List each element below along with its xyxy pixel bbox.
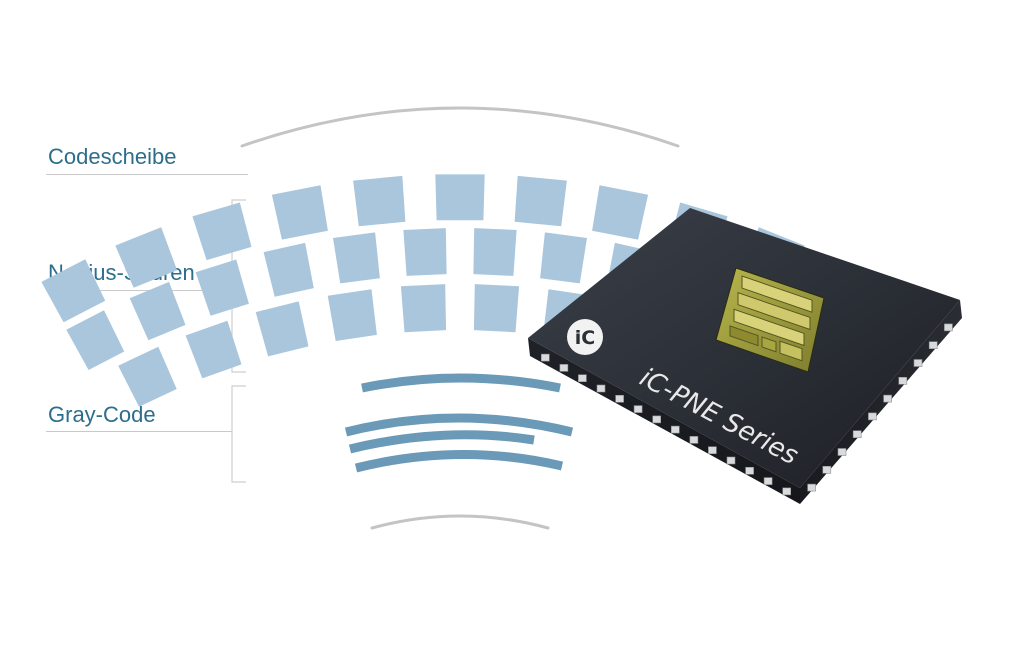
vernier-segment-r2-3 bbox=[195, 259, 249, 316]
chip-pad-1-13 bbox=[763, 477, 773, 485]
ic-logo-icon bbox=[567, 319, 603, 355]
bracket-gray bbox=[231, 385, 246, 483]
chip-pad-1-8 bbox=[670, 425, 680, 434]
gray-code-tracks bbox=[344, 373, 574, 473]
chip-pad-1-5 bbox=[615, 394, 624, 403]
chip-pad-1-3 bbox=[578, 374, 587, 383]
chip-pad-2-9 bbox=[928, 341, 938, 350]
chip-pad-2-5 bbox=[868, 412, 877, 421]
vernier-segment-r1-5 bbox=[353, 175, 406, 227]
gray-code-arc-1 bbox=[361, 373, 561, 393]
chip-pads bbox=[540, 323, 953, 496]
chip-pad-1-6 bbox=[633, 405, 643, 413]
chip-pad-2-1 bbox=[807, 483, 816, 492]
vernier-segment-r1-2 bbox=[115, 227, 178, 288]
vernier-segment-r2-5 bbox=[333, 232, 380, 284]
chip-pad-1-9 bbox=[689, 436, 699, 444]
gray-code-arc-2 bbox=[344, 413, 574, 437]
label-codescheibe: Codescheibe bbox=[48, 144, 177, 169]
chip-pad-1-14 bbox=[782, 487, 792, 496]
vernier-segment-r1-6 bbox=[435, 174, 485, 221]
chip-pad-1-4 bbox=[596, 384, 606, 393]
vernier-segment-r2-4 bbox=[263, 242, 314, 297]
ic-logo-text: iC bbox=[575, 327, 595, 349]
label-codescheibe-line bbox=[46, 174, 248, 175]
vernier-segment-r1-8 bbox=[592, 185, 649, 240]
vernier-segment-r1-4 bbox=[271, 185, 328, 240]
chip-pad-1-10 bbox=[708, 446, 717, 455]
chip-pad-1-11 bbox=[726, 456, 736, 465]
code-disc-outer-arc bbox=[240, 106, 680, 148]
label-gray-code-line bbox=[46, 431, 232, 432]
vernier-segment-r2-7 bbox=[473, 228, 517, 276]
vernier-segment-r3-6 bbox=[473, 284, 520, 333]
vernier-segment-r3-1 bbox=[118, 346, 177, 407]
chip-pad-2-2 bbox=[822, 465, 832, 474]
gray-code-arc-3 bbox=[348, 430, 535, 454]
label-gray-code: Gray-Code bbox=[48, 402, 156, 427]
chip-pad-2-7 bbox=[898, 376, 908, 385]
vernier-segment-r2-6 bbox=[403, 228, 447, 276]
vernier-segment-r3-4 bbox=[327, 289, 377, 341]
chip-pad-2-4 bbox=[852, 430, 862, 439]
vernier-segment-r3-2 bbox=[185, 320, 242, 379]
chip-pad-1-1 bbox=[540, 353, 550, 362]
vernier-segment-r1-7 bbox=[514, 175, 567, 227]
chip-pad-1-7 bbox=[652, 415, 662, 424]
chip-pad-2-3 bbox=[837, 448, 847, 456]
die-structures bbox=[729, 275, 813, 362]
label-nonius-spuren-line bbox=[46, 290, 232, 291]
vernier-segment-r2-8 bbox=[540, 232, 587, 284]
vernier-segment-r1-3 bbox=[192, 202, 252, 261]
vernier-segment-r3-3 bbox=[255, 301, 309, 357]
chip-pad-2-8 bbox=[913, 359, 923, 367]
chip-pad-1-2 bbox=[559, 364, 569, 372]
chip-pad-2-6 bbox=[883, 394, 892, 403]
code-disc-inner-arc bbox=[370, 514, 550, 530]
vernier-segment-r2-1 bbox=[66, 310, 125, 370]
chip-pad-1-12 bbox=[745, 466, 754, 475]
gray-code-arc-4 bbox=[354, 449, 564, 473]
vernier-segment-r2-2 bbox=[129, 281, 186, 341]
vernier-segment-r3-5 bbox=[400, 284, 447, 333]
chip-pad-2-10 bbox=[944, 323, 953, 332]
vernier-segment-r1-1 bbox=[41, 259, 106, 323]
ic-chip: iC iC-PNE Series bbox=[528, 208, 962, 504]
